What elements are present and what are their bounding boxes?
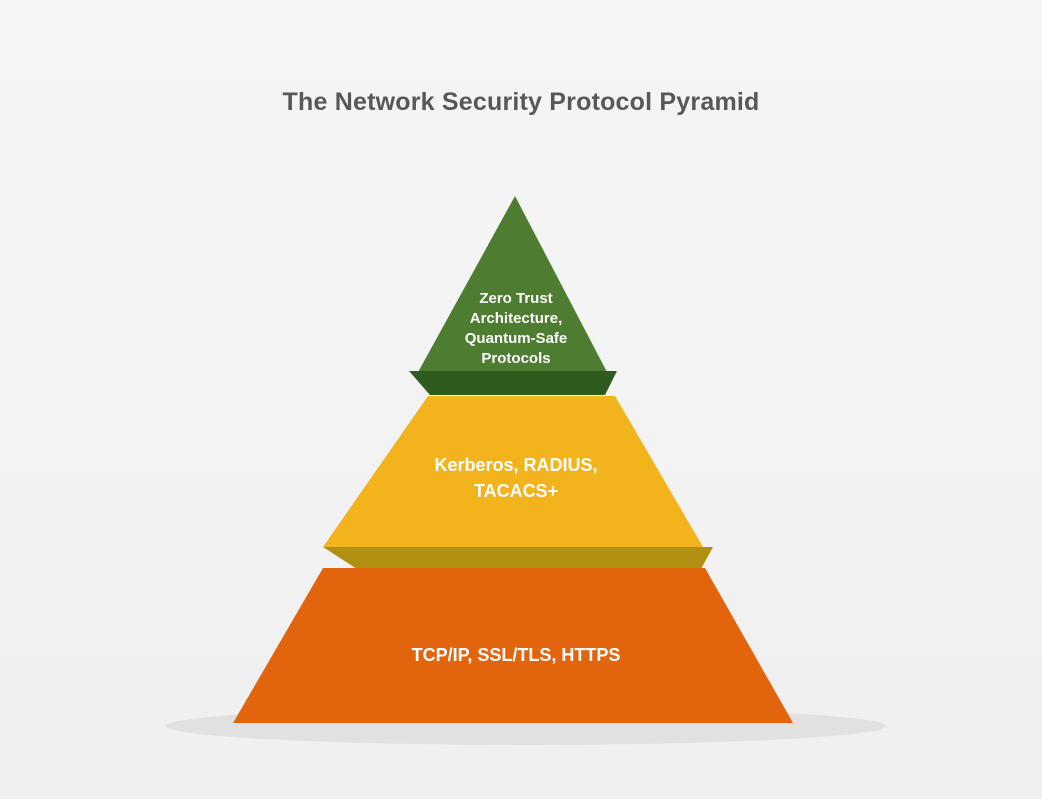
tier-bottom-trapezoid [233, 568, 793, 723]
tier-middle-base-edge [323, 547, 713, 569]
page-title: The Network Security Protocol Pyramid [282, 88, 760, 116]
tier-top-base-edge [409, 371, 617, 395]
tier-middle-trapezoid [323, 396, 703, 547]
tier-top-triangle [417, 196, 608, 374]
